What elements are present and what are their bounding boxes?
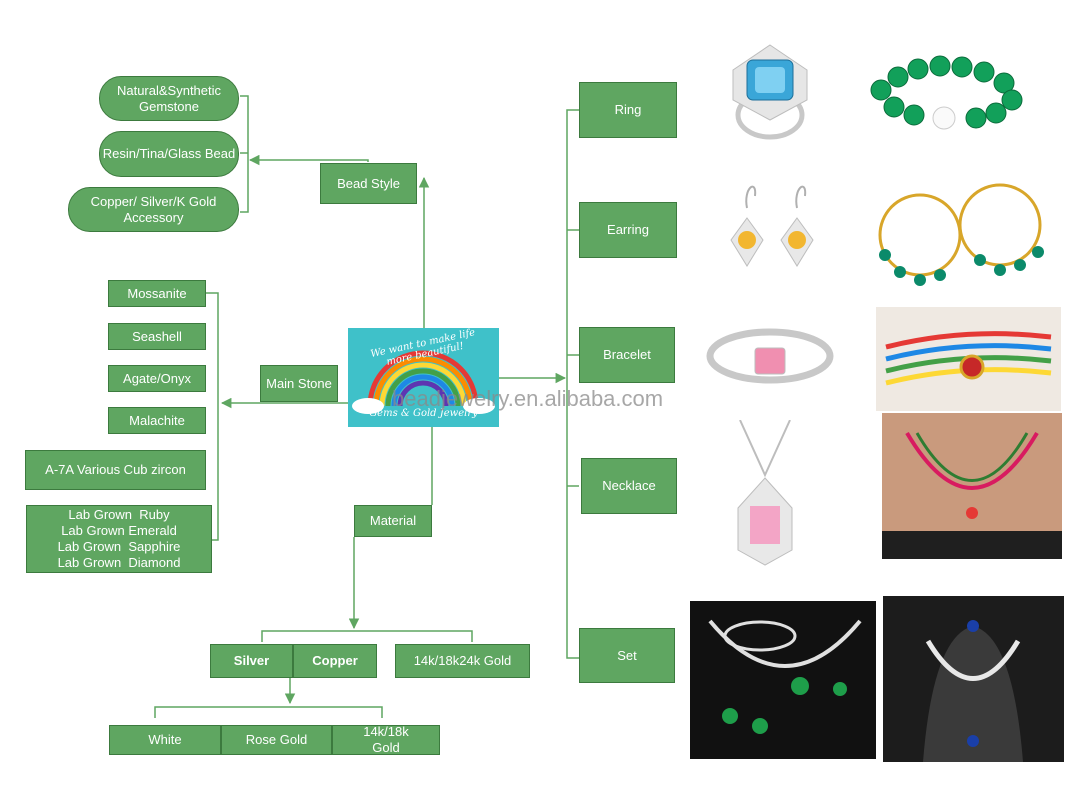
multicolor-bracelet-photo <box>876 307 1061 411</box>
category-bracelet: Bracelet <box>579 327 675 383</box>
bead-item-accessory: Copper/ Silver/K Gold Accessory <box>68 187 239 232</box>
rainbow-icon <box>352 350 495 414</box>
stone-item-lab-grown: Lab Grown Ruby Lab Grown Emerald Lab Gro… <box>26 505 212 573</box>
logo-brand: Gems & Gold Jewelry <box>369 408 478 419</box>
sapphire-set-photo <box>883 596 1064 762</box>
tennis-bracelet-photo-icon <box>706 328 834 384</box>
main-stone-node: Main Stone <box>260 365 338 402</box>
necklace-model-photo <box>882 413 1062 559</box>
ring-photo-icon <box>732 44 808 140</box>
stone-item-agate: Agate/Onyx <box>108 365 206 392</box>
silver-color-white: White <box>109 725 221 755</box>
material-silver: Silver <box>210 644 293 678</box>
stone-item-malachite: Malachite <box>108 407 206 434</box>
lab-grown-emerald: Lab Grown Emerald <box>61 523 177 538</box>
category-necklace: Necklace <box>581 458 677 514</box>
bead-item-resin: Resin/Tina/Glass Bead <box>99 131 239 177</box>
bead-bracelet-photo-icon <box>870 55 1023 130</box>
lab-grown-ruby: Lab Grown Ruby <box>68 507 170 522</box>
category-earring: Earring <box>579 202 677 258</box>
lab-grown-diamond: Lab Grown Diamond <box>57 555 181 570</box>
brand-logo: We want to make life more beautiful! Gem… <box>348 328 499 427</box>
pendant-photo-icon <box>737 420 793 566</box>
emerald-set-photo <box>690 601 876 759</box>
multicolor-bracelet-icon <box>885 331 1052 386</box>
stone-item-mossanite: Mossanite <box>108 280 206 307</box>
material-copper: Copper <box>293 644 377 678</box>
necklace-model-icon <box>882 431 1062 559</box>
category-ring: Ring <box>579 82 677 138</box>
bead-item-gemstone: Natural&Synthetic Gemstone <box>99 76 239 121</box>
earring-photo-icon <box>730 185 814 267</box>
sapphire-set-icon <box>923 620 1023 762</box>
silver-color-gold: 14k/18k Gold <box>332 724 440 755</box>
lab-grown-sapphire: Lab Grown Sapphire <box>57 539 181 554</box>
watermark: beadjewelry.en.alibaba.com <box>392 386 664 411</box>
hoop-earring-photo-icon <box>878 183 1044 286</box>
material-gold: 14k/18k24k Gold <box>395 644 530 678</box>
stone-item-zircon: A-7A Various Cub zircon <box>25 450 206 490</box>
bead-style-node: Bead Style <box>320 163 417 204</box>
silver-color-rose-gold: Rose Gold <box>221 725 332 755</box>
material-node: Material <box>354 505 432 537</box>
stone-item-seashell: Seashell <box>108 323 206 350</box>
emerald-set-icon <box>708 619 862 734</box>
category-set: Set <box>579 628 675 683</box>
